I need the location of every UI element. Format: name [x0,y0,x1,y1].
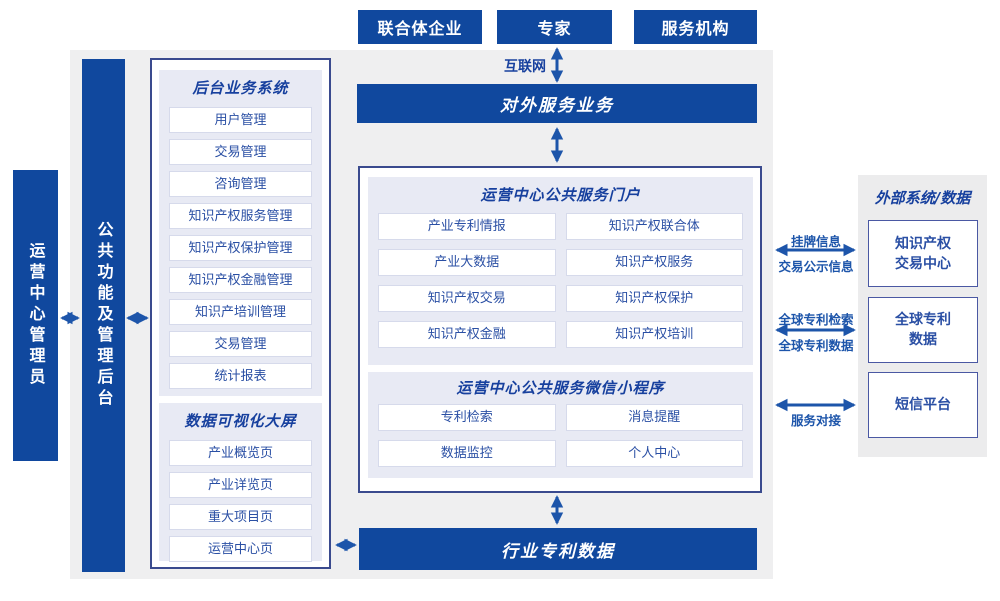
actor-expert: 专家 [497,10,612,44]
backend-system-title: 后台业务系统 [192,79,289,97]
backend-item: 知识产权服务管理 [169,203,312,229]
backend-business-system-panel: 后台业务系统 用户管理 交易管理 咨询管理 知识产权服务管理 知识产权保护管理 … [159,70,322,396]
miniprogram-item: 专利检索 [378,404,556,431]
dashboard-item: 重大项目页 [169,504,312,530]
dashboard-item: 产业详览页 [169,472,312,498]
industry-patent-data-bar: 行业专利数据 [359,528,757,570]
link-label-trade-publicity-info: 交易公示信息 [778,259,854,274]
backend-item: 咨询管理 [169,171,312,197]
sms-platform-box: 短信平台 [868,372,978,438]
miniprogram-item: 消息提醒 [565,404,743,431]
miniprogram-title: 运营中心公共服务微信小程序 [456,379,665,397]
link-label-global-patent-search: 全球专利检索 [778,312,854,327]
backend-item: 统计报表 [169,363,312,389]
backend-item: 交易管理 [169,331,312,357]
external-systems-title: 外部系统/数据 [874,189,971,207]
public-service-portal-panel: 运营中心公共服务门户 产业专利情报 知识产权联合体 产业大数据 知识产权服务 知… [368,177,753,365]
internet-label: 互联网 [504,59,546,75]
backend-item: 知识产权保护管理 [169,235,312,261]
portal-item: 知识产权联合体 [565,213,743,240]
portal-item: 产业大数据 [378,249,556,276]
backend-item: 交易管理 [169,139,312,165]
actor-service-organization: 服务机构 [634,10,757,44]
dashboard-item: 产业概览页 [169,440,312,466]
data-visualization-panel: 数据可视化大屏 产业概览页 产业详览页 重大项目页 运营中心页 [159,403,322,562]
link-label-service-connection: 服务对接 [790,413,841,428]
link-label-global-patent-data: 全球专利数据 [778,338,854,353]
dashboard-item: 运营中心页 [169,536,312,562]
backend-item: 知识产权金融管理 [169,267,312,293]
data-visualization-title: 数据可视化大屏 [184,412,297,430]
public-functions-backend-bar: 公共功能及管理后台 [82,59,125,572]
actor-consortium-enterprise: 联合体企业 [358,10,482,44]
miniprogram-item: 数据监控 [378,440,556,467]
portal-item: 知识产权培训 [565,321,743,348]
external-service-bar: 对外服务业务 [357,84,757,123]
backend-item: 知识产培训管理 [169,299,312,325]
global-patent-data-box: 全球专利 数据 [868,297,978,363]
ip-trading-center-box: 知识产权 交易中心 [868,220,978,287]
portal-item: 知识产权金融 [378,321,556,348]
miniprogram-item: 个人中心 [565,440,743,467]
link-label-listing-info: 挂牌信息 [790,234,841,249]
external-systems-panel: 外部系统/数据 知识产权 交易中心 全球专利 数据 短信平台 [858,175,987,457]
operations-center-admin-box: 运营中心管理员 [13,170,58,461]
portal-title: 运营中心公共服务门户 [480,186,641,204]
portal-item: 知识产权交易 [378,285,556,312]
portal-item: 知识产权保护 [565,285,743,312]
backend-item: 用户管理 [169,107,312,133]
portal-item: 知识产权服务 [565,249,743,276]
wechat-miniprogram-panel: 运营中心公共服务微信小程序 专利检索 消息提醒 数据监控 个人中心 [368,372,753,478]
portal-item: 产业专利情报 [378,213,556,240]
